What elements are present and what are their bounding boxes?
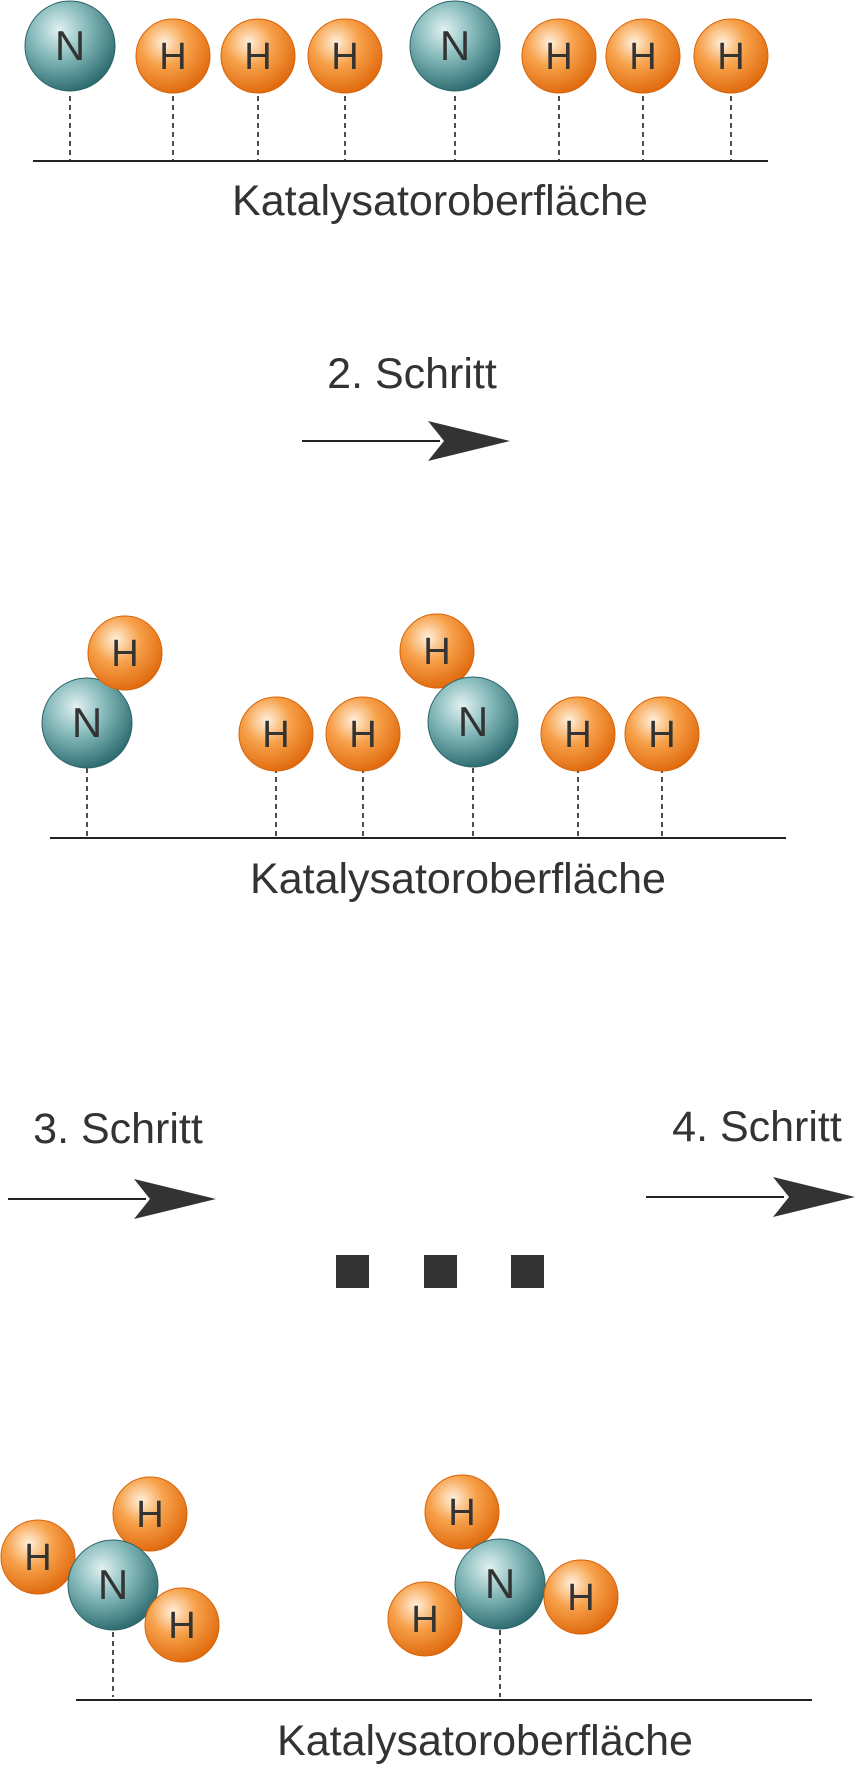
stage-1-adsorbed-atoms: N H H H N H H H Katalysatorob [24, 0, 769, 225]
hydrogen-atom: H [399, 613, 475, 689]
atom-label: N [55, 22, 85, 69]
atom-label: H [648, 714, 675, 756]
atom-label: H [262, 714, 289, 756]
nitrogen-atom: N [41, 677, 133, 769]
atom-label: N [458, 698, 488, 745]
hydrogen-atom: H [87, 615, 163, 691]
hydrogen-atom: H [238, 696, 314, 772]
right-arrow-icon [646, 1177, 855, 1217]
atom-label: H [244, 36, 271, 78]
hydrogen-atom: H [307, 18, 383, 94]
hydrogen-atom: H [0, 1519, 76, 1595]
atom-label: N [72, 699, 102, 746]
step-label: 2. Schritt [327, 350, 497, 398]
hydrogen-atom: H [521, 18, 597, 94]
nitrogen-atom: N [454, 1538, 546, 1630]
hydrogen-atom: H [135, 18, 211, 94]
hydrogen-atom: H [112, 1476, 188, 1552]
surface-label: Katalysatoroberfläche [232, 177, 648, 225]
surface-label: Katalysatoroberfläche [277, 1717, 693, 1765]
nh-molecule: N H [41, 615, 163, 769]
adsorption-lines [112, 1630, 501, 1697]
atom-label: H [168, 1605, 195, 1647]
stage-3-nh3-molecules: H H N H H H [0, 1474, 812, 1765]
hydrogen-atom: H [144, 1587, 220, 1663]
right-arrow-icon [8, 1179, 216, 1219]
hydrogen-atom: H [605, 18, 681, 94]
atom-label: H [24, 1537, 51, 1579]
nitrogen-atom: N [67, 1539, 159, 1631]
nh3-molecule: H H N H [0, 1476, 220, 1663]
adsorption-lines [69, 96, 732, 160]
ellipsis [336, 1255, 544, 1288]
hydrogen-atom: H [693, 18, 769, 94]
nitrogen-atom: N [24, 0, 116, 92]
nh-molecule: H N [399, 613, 519, 768]
right-arrow-icon [302, 421, 510, 461]
atom-label: H [564, 714, 591, 756]
atom-label: H [111, 633, 138, 675]
atom-label: H [136, 1494, 163, 1536]
atom-label: H [349, 714, 376, 756]
atom-label: N [440, 22, 470, 69]
surface-label: Katalysatoroberfläche [250, 855, 666, 903]
hydrogen-atom: H [543, 1559, 619, 1635]
hydrogen-atom: H [220, 18, 296, 94]
hydrogen-atom: H [325, 696, 401, 772]
atom-label: H [331, 36, 358, 78]
atom-label: H [567, 1577, 594, 1619]
step-2: 2. Schritt [302, 350, 510, 461]
atom-label: H [159, 36, 186, 78]
hydrogen-atom: H [424, 1474, 500, 1550]
step-label: 3. Schritt [33, 1105, 203, 1153]
hydrogen-atom: H [624, 696, 700, 772]
atom-label: H [411, 1599, 438, 1641]
atom-label: N [98, 1561, 128, 1608]
atom-label: H [448, 1492, 475, 1534]
atom-label: H [717, 36, 744, 78]
hydrogen-atom: H [387, 1581, 463, 1657]
hydrogen-atom: H [540, 696, 616, 772]
step-label: 4. Schritt [672, 1103, 842, 1151]
atom-label: H [629, 36, 656, 78]
atom-label: H [545, 36, 572, 78]
atom-label: N [485, 1560, 515, 1607]
nitrogen-atom: N [409, 0, 501, 92]
nitrogen-atom: N [427, 676, 519, 768]
stage-2-nh-species: N H H H H N H [41, 613, 786, 903]
adsorption-lines [86, 768, 663, 836]
step-3: 3. Schritt [8, 1105, 216, 1219]
step-4: 4. Schritt [646, 1103, 855, 1217]
nh3-molecule: H H N H [387, 1474, 619, 1657]
atom-label: H [423, 631, 450, 673]
